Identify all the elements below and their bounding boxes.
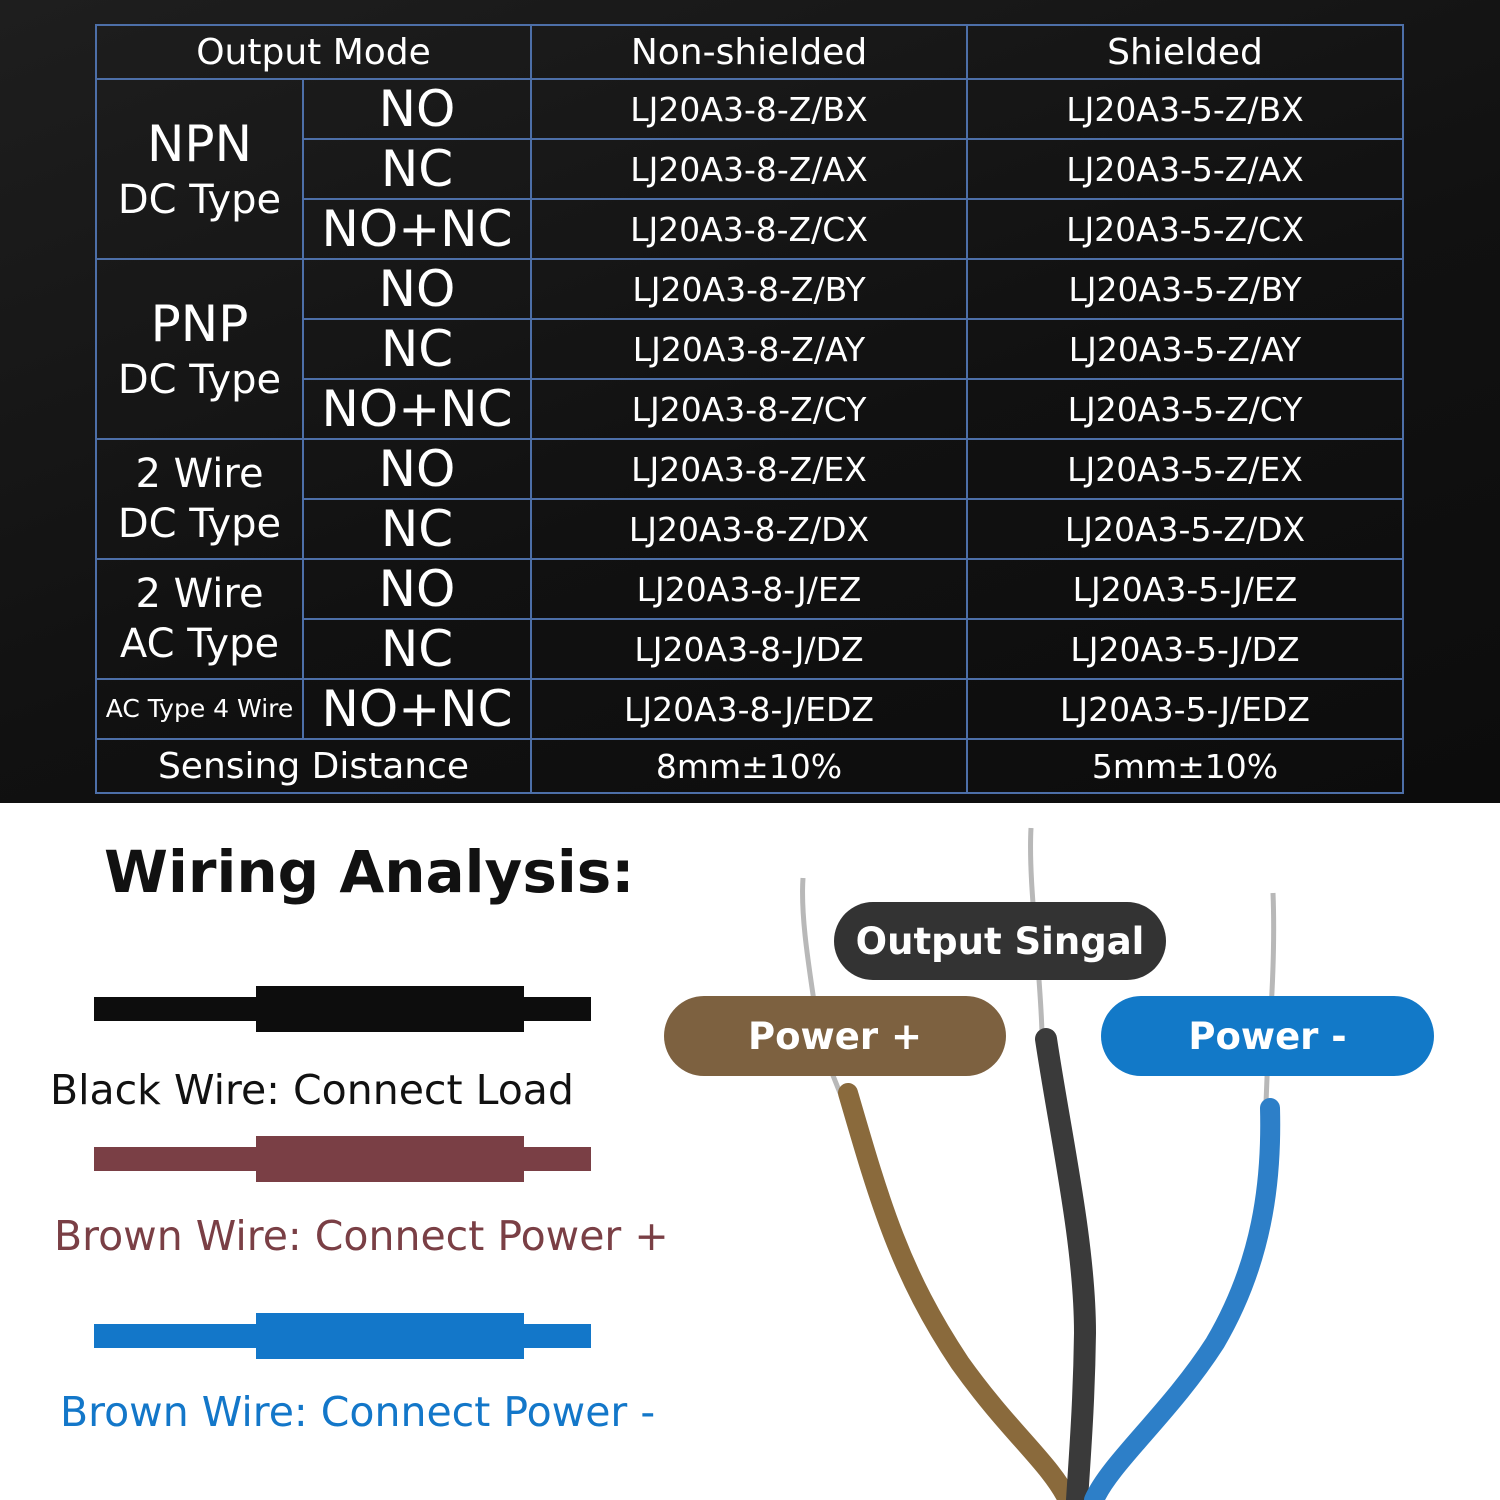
mode-cell: NC	[302, 318, 532, 380]
group-2wire-dc: 2 Wire DC Type	[95, 438, 304, 560]
mode-cell: NC	[302, 138, 532, 200]
spec-panel: Output Mode Non-shielded Shielded NPN DC…	[0, 0, 1500, 803]
table-row: NC LJ20A3-8-Z/AX LJ20A3-5-Z/AX	[96, 138, 1404, 200]
table-row: NO+NC LJ20A3-8-Z/CY LJ20A3-5-Z/CY	[96, 378, 1404, 440]
non-shielded-model: LJ20A3-8-Z/CX	[530, 198, 968, 260]
non-shielded-model: LJ20A3-8-Z/EX	[530, 438, 968, 500]
table-row: NC LJ20A3-8-Z/DX LJ20A3-5-Z/DX	[96, 498, 1404, 560]
shielded-model: LJ20A3-5-Z/BY	[966, 258, 1404, 320]
brown-wire	[838, 1083, 1078, 1500]
shielded-model: LJ20A3-5-Z/DX	[966, 498, 1404, 560]
table-row: 2 Wire AC Type NO LJ20A3-8-J/EZ LJ20A3-5…	[95, 558, 1404, 680]
black-wire	[1035, 1028, 1097, 1500]
sensing-non-shielded: 8mm±10%	[530, 738, 968, 794]
shielded-model: LJ20A3-5-J/EZ	[966, 558, 1404, 620]
non-shielded-model: LJ20A3-8-Z/BX	[530, 78, 968, 140]
non-shielded-model: LJ20A3-8-Z/DX	[530, 498, 968, 560]
header-non-shielded: Non-shielded	[530, 24, 968, 80]
shielded-model: LJ20A3-5-Z/CY	[966, 378, 1404, 440]
group-pnp-dc: PNP DC Type	[95, 258, 304, 440]
shielded-model: LJ20A3-5-Z/AY	[966, 318, 1404, 380]
shielded-model: LJ20A3-5-J/EDZ	[966, 678, 1404, 740]
output-signal-tag: Output Singal	[834, 902, 1166, 980]
mode-cell: NC	[302, 498, 532, 560]
non-shielded-model: LJ20A3-8-J/DZ	[530, 618, 968, 680]
non-shielded-model: LJ20A3-8-Z/AX	[530, 138, 968, 200]
mode-cell: NO	[302, 558, 532, 620]
non-shielded-model: LJ20A3-8-J/EZ	[530, 558, 968, 620]
mode-cell: NO	[302, 258, 532, 320]
table-row: PNP DC Type NO LJ20A3-8-Z/BY LJ20A3-5-Z/…	[95, 258, 1404, 440]
non-shielded-model: LJ20A3-8-Z/CY	[530, 378, 968, 440]
wiring-title: Wiring Analysis:	[104, 838, 635, 906]
group-type: DC Type	[117, 177, 282, 224]
sensing-shielded: 5mm±10%	[966, 738, 1404, 794]
group-type: DC Type	[117, 357, 282, 404]
group-name: PNP	[150, 294, 249, 353]
table-row: 2 Wire DC Type NO LJ20A3-8-Z/EX LJ20A3-5…	[95, 438, 1404, 560]
shielded-model: LJ20A3-5-J/DZ	[966, 618, 1404, 680]
group-ac-4wire: AC Type 4 Wire	[95, 678, 304, 740]
mode-cell: NO	[302, 438, 532, 500]
shielded-model: LJ20A3-5-Z/CX	[966, 198, 1404, 260]
table-row: NC LJ20A3-8-J/DZ LJ20A3-5-J/DZ	[96, 618, 1404, 680]
brown-wire-label: Brown Wire: Connect Power +	[54, 1212, 669, 1260]
group-name: 2 Wire	[135, 451, 264, 497]
group-type: DC Type	[117, 501, 282, 547]
power-minus-tag: Power -	[1101, 996, 1434, 1076]
non-shielded-model: LJ20A3-8-Z/AY	[530, 318, 968, 380]
shielded-model: LJ20A3-5-Z/BX	[966, 78, 1404, 140]
shielded-model: LJ20A3-5-Z/EX	[966, 438, 1404, 500]
table-row: NC LJ20A3-8-Z/AY LJ20A3-5-Z/AY	[96, 318, 1404, 380]
group-name: NPN	[147, 114, 252, 173]
table-row: NPN DC Type NO LJ20A3-8-Z/BX LJ20A3-5-Z/…	[95, 78, 1404, 260]
model-table: Output Mode Non-shielded Shielded NPN DC…	[95, 24, 1404, 794]
table-row: AC Type 4 Wire NO+NC LJ20A3-8-J/EDZ LJ20…	[95, 678, 1404, 740]
group-name: 2 Wire	[135, 571, 264, 617]
sensing-distance-row: Sensing Distance 8mm±10% 5mm±10%	[95, 738, 1404, 794]
blue-wire	[1084, 1098, 1281, 1500]
mode-cell: NO+NC	[302, 678, 532, 740]
group-2wire-ac: 2 Wire AC Type	[95, 558, 304, 680]
group-type: AC Type	[119, 621, 280, 667]
non-shielded-model: LJ20A3-8-Z/BY	[530, 258, 968, 320]
mode-cell: NC	[302, 618, 532, 680]
header-output-mode: Output Mode	[95, 24, 532, 80]
mode-cell: NO+NC	[302, 378, 532, 440]
header-shielded: Shielded	[966, 24, 1404, 80]
blue-wire-label: Brown Wire: Connect Power -	[60, 1388, 656, 1436]
table-header-row: Output Mode Non-shielded Shielded	[95, 24, 1404, 80]
mode-cell: NO+NC	[302, 198, 532, 260]
sensing-distance-label: Sensing Distance	[95, 738, 532, 794]
black-wire-label: Black Wire: Connect Load	[50, 1066, 574, 1114]
mode-cell: NO	[302, 78, 532, 140]
cable-illustration	[800, 827, 1281, 1500]
power-plus-tag: Power +	[664, 996, 1006, 1076]
shielded-model: LJ20A3-5-Z/AX	[966, 138, 1404, 200]
group-npn-dc: NPN DC Type	[95, 78, 304, 260]
table-row: NO+NC LJ20A3-8-Z/CX LJ20A3-5-Z/CX	[96, 198, 1404, 260]
non-shielded-model: LJ20A3-8-J/EDZ	[530, 678, 968, 740]
